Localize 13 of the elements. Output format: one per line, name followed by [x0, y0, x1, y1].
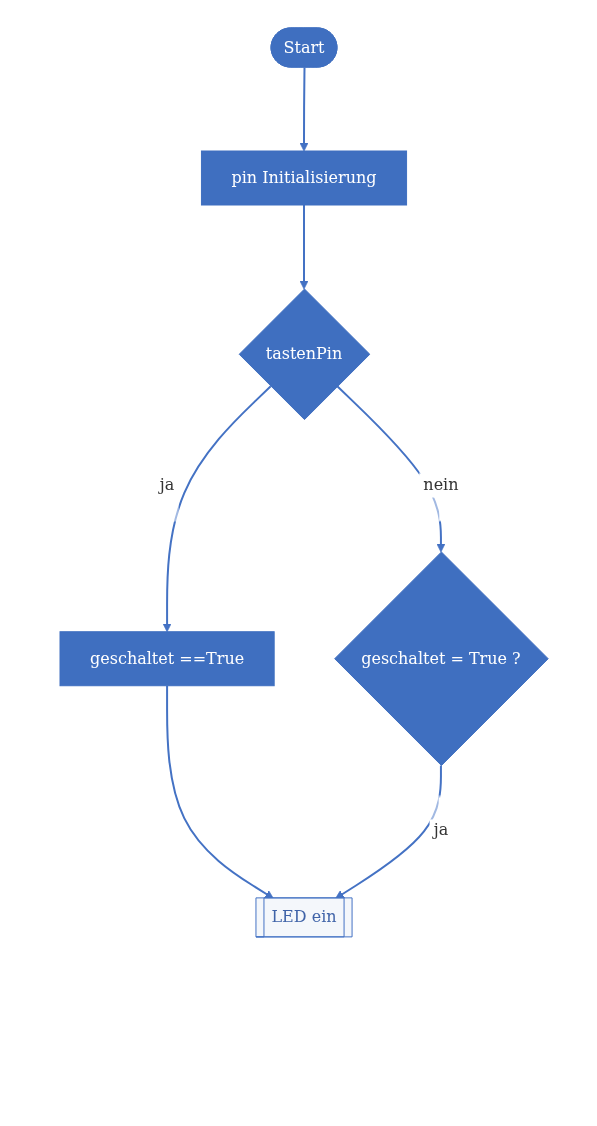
node-diamond: tastenPin: [239, 288, 371, 421]
arrow: [336, 385, 446, 553]
arrow: [300, 66, 309, 152]
arrow: [335, 764, 443, 899]
arrow: [163, 385, 273, 633]
edge-label: nein: [423, 474, 459, 494]
edge-label: ja: [434, 820, 449, 840]
node-box: geschaltet ==True: [59, 631, 276, 687]
arrow: [166, 684, 275, 899]
edge-label: ja: [160, 474, 175, 494]
arrow: [300, 204, 309, 290]
node-box: pin Initialisierung: [201, 150, 408, 206]
node-diamond: geschaltet = True ?: [334, 551, 550, 766]
